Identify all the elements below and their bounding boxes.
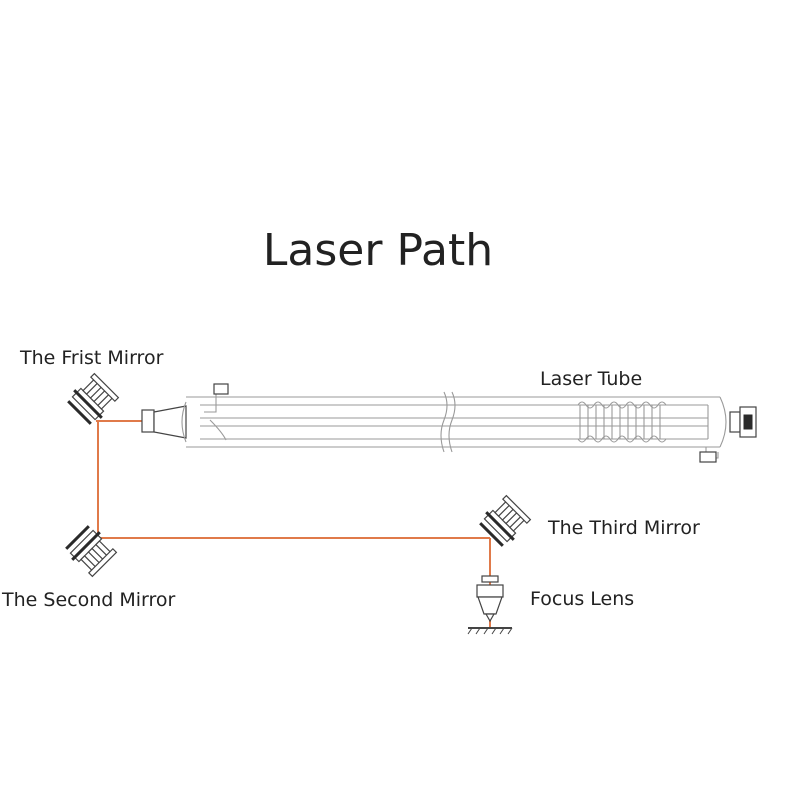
label-focus-lens: Focus Lens bbox=[530, 588, 634, 610]
work-surface-icon bbox=[467, 627, 513, 635]
first-mirror bbox=[67, 372, 120, 425]
mirror-mount-icon bbox=[479, 494, 532, 547]
third-mirror bbox=[479, 494, 532, 547]
mirror-mount-icon bbox=[67, 372, 120, 425]
second-mirror bbox=[65, 525, 118, 578]
label-first-mirror: The Frist Mirror bbox=[19, 347, 164, 369]
label-second-mirror: The Second Mirror bbox=[1, 589, 176, 611]
label-third-mirror: The Third Mirror bbox=[547, 517, 700, 539]
label-laser-tube: Laser Tube bbox=[540, 368, 642, 390]
focus-lens-icon bbox=[476, 575, 504, 623]
laser-tube-icon bbox=[141, 383, 757, 463]
diagram-title: Laser Path bbox=[263, 225, 493, 276]
mirror-mount-icon bbox=[65, 525, 118, 578]
